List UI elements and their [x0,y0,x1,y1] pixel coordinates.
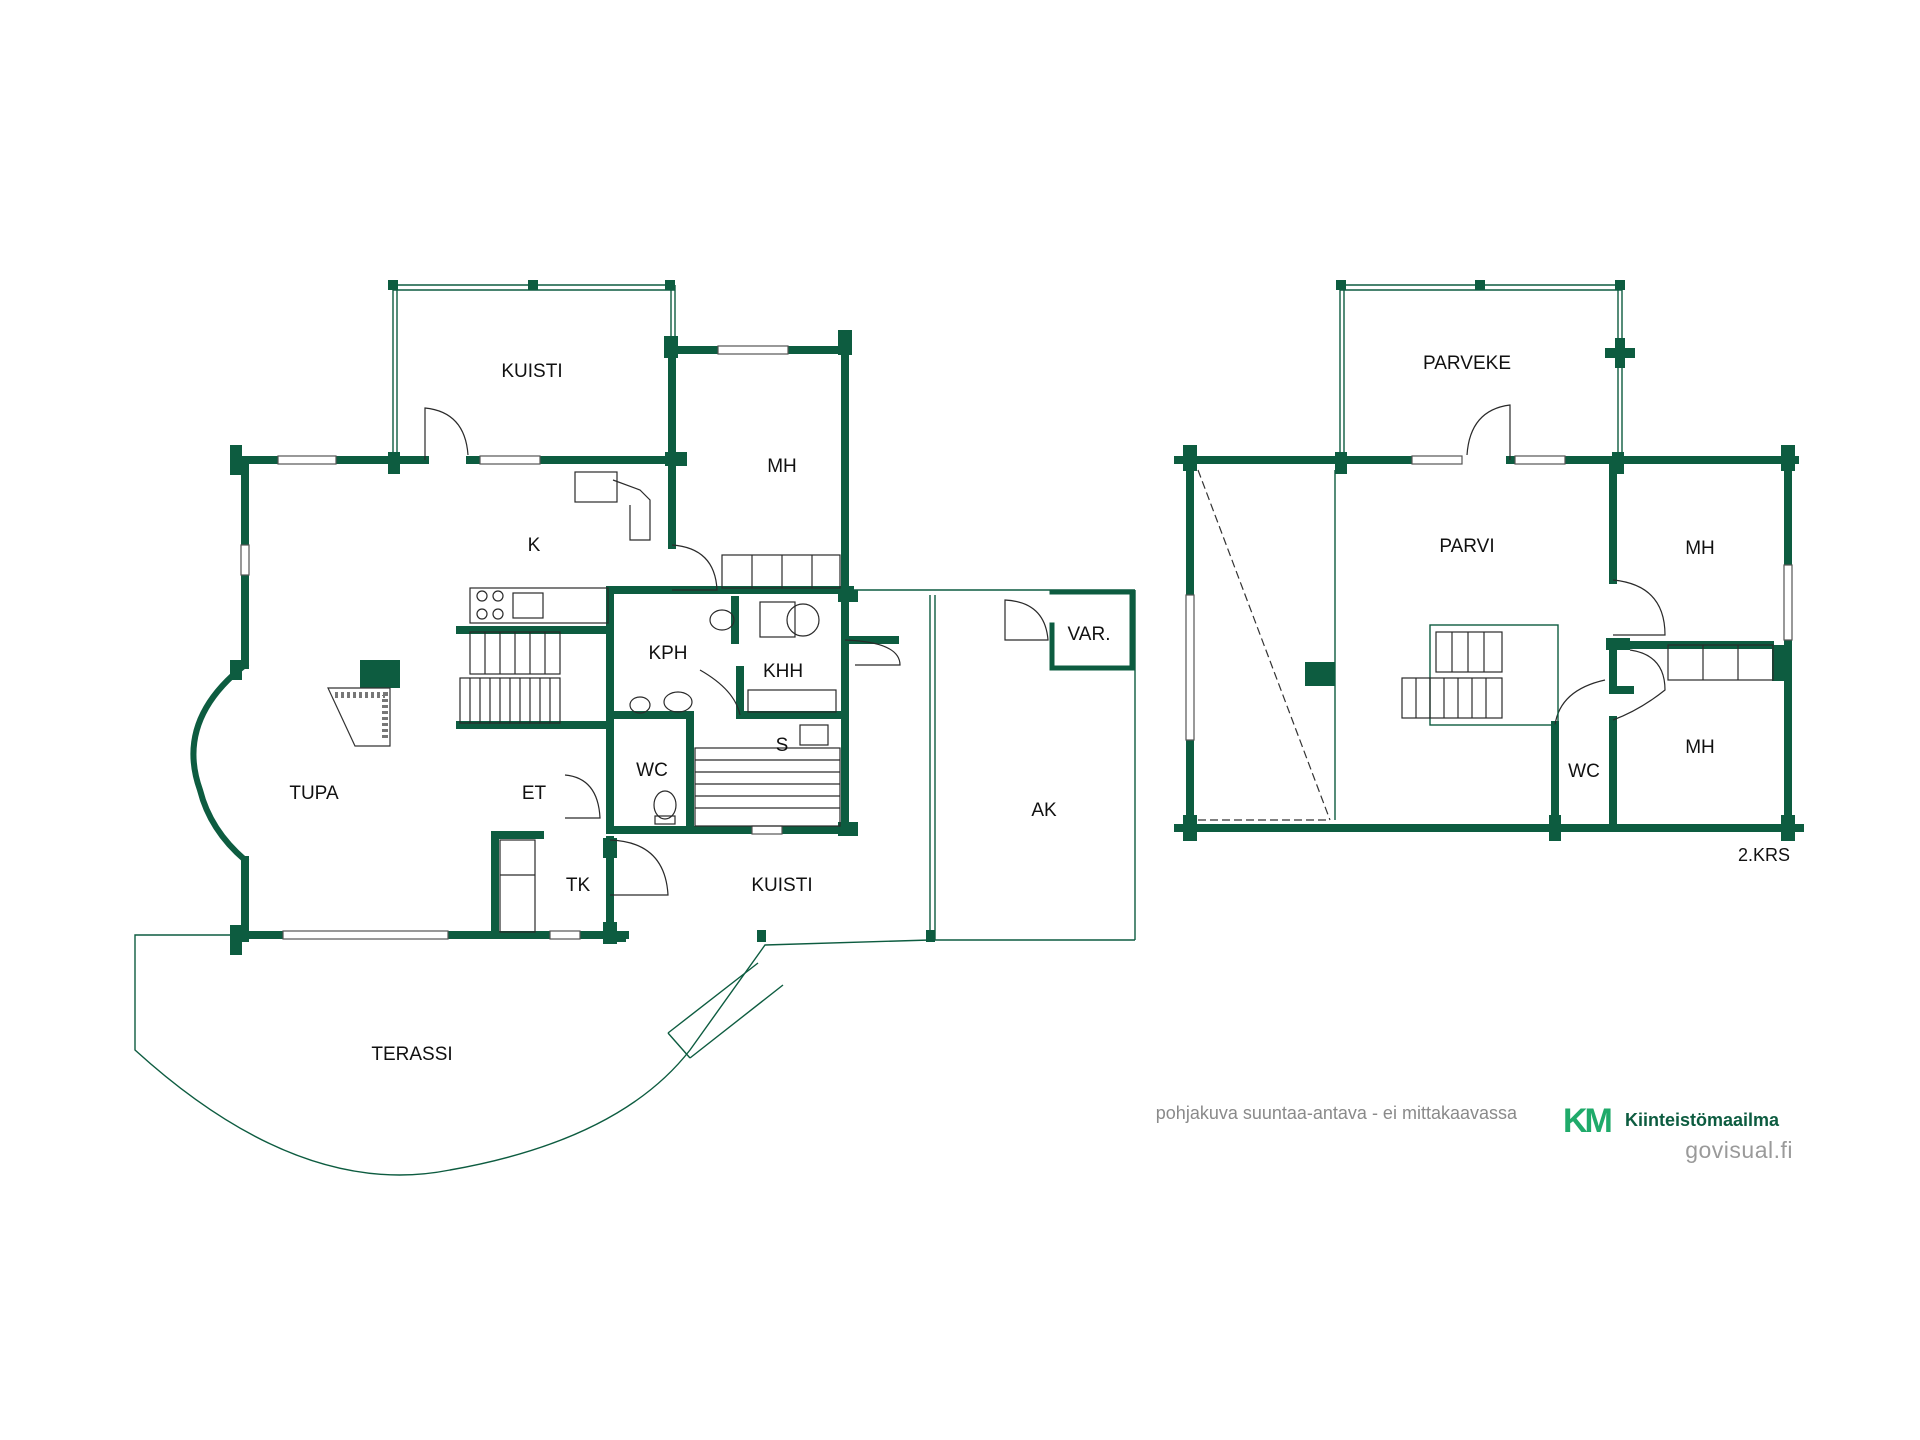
room-label-mh-top: MH [1685,538,1715,559]
floor-1-corner-posts [230,330,858,955]
credit-text: govisual.fi [1685,1137,1793,1163]
stairs-floor-1 [459,631,561,724]
brand-initials: KM [1563,1102,1612,1140]
fireplace [327,660,400,747]
floor-label-2krs: 2.KRS [1738,845,1790,865]
floor-2-windows [1185,455,1793,741]
balcony-post [1475,280,1485,290]
bathroom-fixtures [629,601,837,825]
room-label-k: K [528,535,541,556]
porch-post [665,280,675,290]
balcony-post [1615,338,1625,368]
room-label-tk: TK [566,875,591,896]
floor-1-plan: KUISTI MH K KPH KHH VAR. TUPA ET WC S AK… [134,280,1136,1176]
floor-2-corner-posts [1183,445,1795,841]
brand-name: Kiinteistömaailma [1625,1110,1780,1130]
porch-post [388,280,398,290]
mh-closet-floor-2 [1667,644,1774,681]
top-porch-outline [392,284,676,465]
room-label-wc-floor-2: WC [1568,761,1600,782]
garage-outline [850,589,1136,941]
garage-post [926,930,935,942]
room-label-parveke: PARVEKE [1423,353,1511,374]
room-label-terassi: TERASSI [371,1044,452,1065]
room-label-wc: WC [636,760,668,781]
floor-1-doors [424,407,1049,896]
garage-post [757,930,766,942]
room-label-kuisti-bottom: KUISTI [751,875,812,896]
room-label-mh-bottom: MH [1685,737,1715,758]
terrace-outline [134,934,931,1176]
disclaimer-text: pohjakuva suuntaa-antava - ei mittakaava… [1156,1103,1518,1123]
sauna-benches [694,724,841,827]
floor-1-windows [240,345,789,940]
room-label-tupa: TUPA [289,783,339,804]
closet-tk [499,839,536,933]
porch-post [528,280,538,290]
floor-2-doors [1466,404,1666,726]
terrace-steps [667,962,784,1059]
room-label-khh: KHH [763,661,803,682]
var-walls [1049,589,1135,671]
stairs-floor-2 [1401,624,1559,726]
room-label-var: VAR. [1068,624,1111,645]
room-label-kph: KPH [648,643,687,664]
room-label-kuisti-top: KUISTI [501,361,562,382]
room-label-ak: AK [1031,800,1057,821]
room-label-et: ET [522,783,547,804]
room-label-s: S [776,735,789,756]
roof-slope-line [1197,469,1331,821]
floor-2-plan: PARVEKE PARVI MH MH WC 2.KRS [1174,280,1804,865]
kitchen-counter [469,471,651,624]
mh-wardrobe [721,554,841,589]
room-label-parvi: PARVI [1439,536,1494,557]
balcony-post [1615,280,1625,290]
balcony-post [1336,280,1346,290]
room-label-mh: MH [767,456,797,477]
brand-logo: KM Kiinteistömaailma [1563,1102,1780,1140]
